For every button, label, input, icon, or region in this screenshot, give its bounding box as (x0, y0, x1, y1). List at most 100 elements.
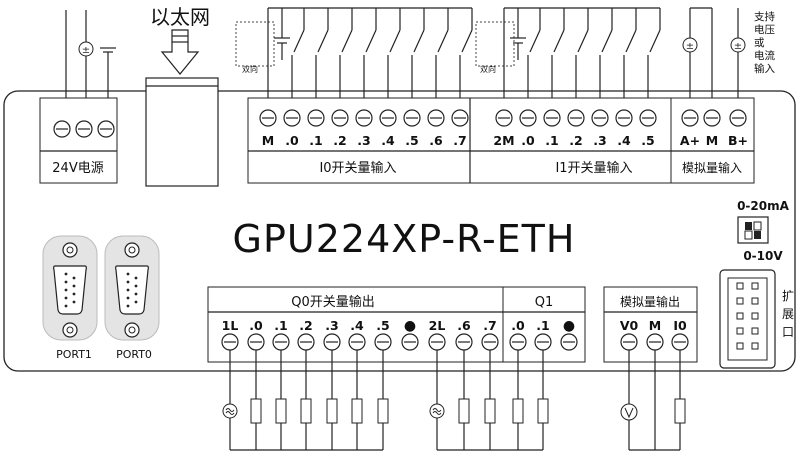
load-resistor-icon (484, 398, 496, 424)
ao-pin-label: V0 (620, 318, 639, 333)
output-wiring (222, 350, 686, 451)
db9-connector (115, 265, 149, 315)
q0-pin-label: 1L (222, 318, 239, 333)
ai-pin-label: M (706, 133, 718, 148)
analog-input-label: 模拟量输入 (682, 160, 742, 175)
serial-port-1 (42, 235, 98, 341)
port1-label: PORT1 (56, 348, 92, 361)
q1-pin-label: .0 (511, 318, 525, 333)
terminal-screw (348, 333, 366, 351)
expansion-label: 扩展口 (782, 289, 794, 339)
expansion-pin (751, 312, 759, 320)
expansion-pin (736, 327, 744, 335)
terminal-screw (567, 109, 585, 127)
expansion-pin (751, 282, 759, 290)
q0-pin-label: .1 (274, 318, 287, 333)
terminal-screw (646, 333, 664, 351)
terminal-screw (283, 109, 301, 127)
terminal-screw (481, 333, 499, 351)
terminal-screw (428, 333, 446, 351)
terminal-screw (543, 109, 561, 127)
ai-pin-label: A+ (680, 133, 700, 148)
ai-pin-label: B+ (728, 133, 748, 148)
i1-pin-label: .4 (617, 133, 631, 148)
terminal-screw (403, 109, 421, 127)
terminal-screw (331, 109, 349, 127)
load-resistor-icon (458, 398, 470, 424)
analog-source-icon (730, 37, 746, 53)
dip-switch: 0-20mA 0-10V (737, 199, 790, 263)
i1-label: I1开关量输入 (555, 160, 632, 176)
terminal-screw (307, 109, 325, 127)
terminal-screw (703, 109, 721, 127)
terminal-screw (379, 109, 397, 127)
i0-pin-label: .1 (309, 133, 322, 148)
expansion-label-char: 扩 (782, 289, 794, 303)
q0-pin-label: ● (404, 318, 416, 334)
q0-pin-label: 2L (429, 318, 446, 333)
bidir-box-i1 (475, 21, 515, 67)
expansion-pin (736, 312, 744, 320)
expansion-port (719, 269, 776, 369)
bidir-label-i0: 双向 (242, 64, 258, 74)
terminal-screw (615, 109, 633, 127)
dip-switch-body (737, 216, 769, 244)
q0-pin-label: .6 (457, 318, 471, 333)
svg-text:±: ± (734, 41, 742, 52)
ethernet-port: 以太网 (145, 5, 219, 187)
terminal-screw (259, 109, 277, 127)
load-resistor-icon (275, 398, 287, 424)
terminal-screw (681, 109, 699, 127)
i0-pin-label: .2 (333, 133, 346, 148)
i1-pin-label: .5 (641, 133, 654, 148)
terminal-screw (247, 333, 265, 351)
q0-pin-label: .2 (299, 318, 312, 333)
expansion-pin (751, 342, 759, 350)
svg-text:±: ± (686, 41, 694, 52)
terminal-screw (374, 333, 392, 351)
power-wiring: ± (65, 10, 116, 118)
terminal-screw (297, 333, 315, 351)
i0-label: I0开关量输入 (319, 160, 396, 176)
dip-current-label: 0-20mA (737, 199, 790, 213)
q1-label: Q1 (535, 295, 554, 310)
terminal-screw (509, 333, 527, 351)
load-resistor-icon (674, 398, 686, 424)
i0-pin-label: .6 (429, 133, 443, 148)
terminal-screw (355, 109, 373, 127)
i0-pin-label: .3 (357, 133, 370, 148)
terminal-screw (591, 109, 609, 127)
load-resistor-icon (512, 398, 524, 424)
load-resistor-icon (300, 398, 312, 424)
terminal-screw (620, 333, 638, 351)
terminal-screw (323, 333, 341, 351)
expansion-label-char: 口 (782, 325, 794, 339)
q0-pin-label: .7 (483, 318, 496, 333)
i0-pin-label: .0 (285, 133, 299, 148)
bidir-box-i0 (235, 21, 275, 67)
terminal-screw (451, 109, 469, 127)
dip-voltage-label: 0-10V (743, 249, 783, 263)
terminal-screw (729, 109, 747, 127)
q0-pin-label: .5 (376, 318, 389, 333)
q0-label: Q0开关量输出 (291, 294, 375, 310)
terminal-screw (97, 120, 115, 138)
rj45-socket (145, 77, 219, 187)
port0-label: PORT0 (116, 348, 152, 361)
load-resistor-icon (377, 398, 389, 424)
q1-pin-label: ● (563, 318, 575, 334)
analog-output-label: 模拟量输出 (620, 294, 680, 309)
model-title: GPU224XP-R-ETH (233, 217, 576, 261)
expansion-pin (751, 297, 759, 305)
i1-pin-label: .3 (593, 133, 606, 148)
terminal-screw (272, 333, 290, 351)
i0-pin-label: M (262, 133, 274, 148)
analog-source-icon (682, 37, 698, 53)
i1-pin-label: .2 (569, 133, 582, 148)
load-resistor-icon (326, 398, 338, 424)
load-resistor-icon (537, 398, 549, 424)
i1-pin-label: 2M (493, 133, 514, 148)
q0-pin-label: .4 (350, 318, 364, 333)
